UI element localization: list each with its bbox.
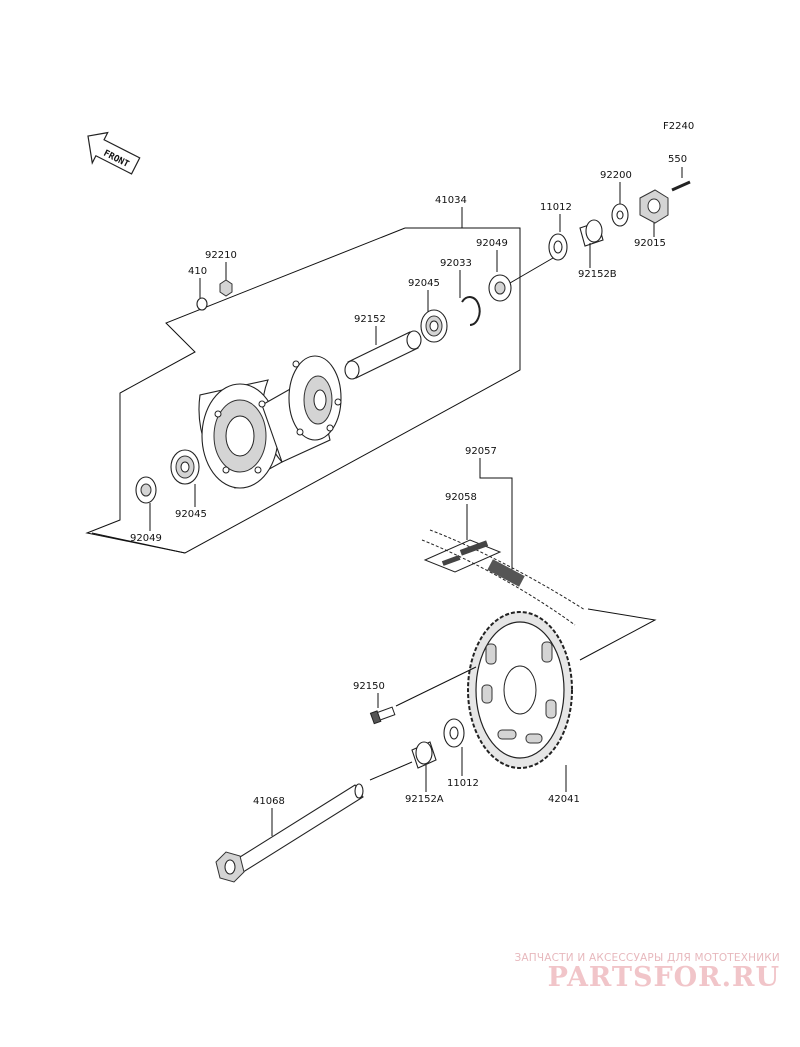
part-92058-master-link (423, 539, 502, 573)
part-92150-bolt (369, 706, 396, 725)
part-label-92058: 92058 (445, 492, 477, 503)
part-label-11012-top: 11012 (540, 202, 572, 213)
watermark-tagline: ЗАПЧАСТИ И АКСЕССУАРЫ ДЛЯ МОТОТЕХНИКИ (514, 952, 780, 964)
part-11012-seal-bottom (443, 718, 465, 748)
part-92210-nut (219, 279, 233, 297)
part-label-92057: 92057 (465, 446, 497, 457)
part-92152A-collar (411, 741, 437, 769)
part-label-92152: 92152 (354, 314, 386, 325)
part-label-92210: 92210 (205, 250, 237, 261)
part-label-92033: 92033 (440, 258, 472, 269)
part-label-92049-bottom: 92049 (130, 533, 162, 544)
sprocket-group-outline (579, 608, 657, 661)
axle-centerline-bottom (369, 761, 413, 781)
watermark-logo: PARTSFOR.RU (547, 962, 780, 993)
hub-group-outline-base (91, 532, 186, 554)
part-92045-bearing-bottom (170, 449, 200, 485)
bolt-centerline (395, 666, 477, 707)
part-410-washer (196, 297, 208, 311)
part-label-92049-top: 92049 (476, 238, 508, 249)
hub-group-outline (85, 227, 521, 554)
front-arrow-icon: FRONT (87, 131, 141, 175)
part-11012-seal-top-hole (553, 240, 563, 254)
part-92049-seal-bottom (135, 476, 157, 504)
part-label-92015: 92015 (634, 238, 666, 249)
part-92015-nut (639, 189, 669, 224)
part-42041-sprocket (467, 611, 573, 769)
part-label-92152A: 92152A (405, 794, 444, 805)
part-label-41034: 41034 (435, 195, 467, 206)
part-label-92045-top: 92045 (408, 278, 440, 289)
part-92152B-collar (579, 219, 604, 247)
part-92057-drive-chain (421, 529, 586, 626)
part-92200-hole (616, 210, 624, 220)
watermark: ЗАПЧАСТИ И АКСЕССУАРЫ ДЛЯ МОТОТЕХНИКИ PA… (480, 952, 780, 993)
part-550-cotter-pin (671, 180, 691, 192)
part-label-11012-bottom: 11012 (447, 778, 479, 789)
part-label-550: 550 (668, 154, 687, 165)
diagram-code: F2240 (663, 121, 694, 132)
part-label-92152B: 92152B (578, 269, 617, 280)
part-label-92045-bottom: 92045 (175, 509, 207, 520)
part-92033-circlip (461, 296, 481, 326)
part-92049-seal-top-center (494, 281, 506, 295)
part-92045-bearing-top (420, 309, 448, 343)
part-label-92200: 92200 (600, 170, 632, 181)
leader-92057 (479, 458, 513, 582)
part-label-42041: 42041 (548, 794, 580, 805)
axle-centerline-top (509, 257, 554, 284)
part-92152-spacer-tube (344, 330, 422, 380)
part-label-410: 410 (188, 266, 207, 277)
part-41068-axle (215, 783, 364, 883)
part-41034-rear-hub (198, 355, 342, 489)
part-label-41068: 41068 (253, 796, 285, 807)
part-label-92150: 92150 (353, 681, 385, 692)
